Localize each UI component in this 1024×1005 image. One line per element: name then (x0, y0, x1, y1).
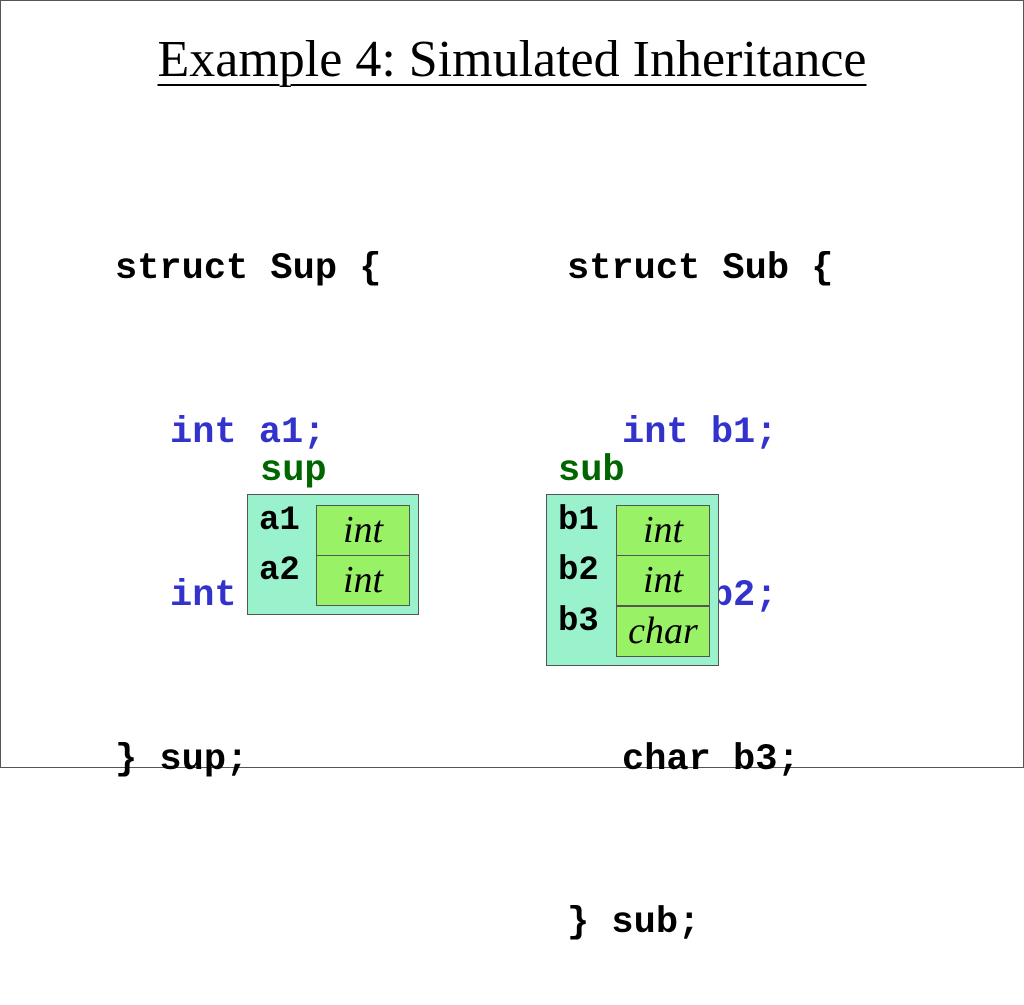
sub-diagram-label: sub (558, 450, 625, 492)
code-sup: struct Sup { int a1; int a2; } sup; (115, 133, 381, 842)
code-line: int a1; (170, 411, 326, 454)
field-type-cell: int (616, 505, 710, 556)
code-line: struct Sup { (115, 248, 382, 290)
field-name: b1 (558, 502, 599, 540)
code-line: struct Sub { (567, 248, 834, 290)
slide-title-text: Example 4: Simulated Inheritance (157, 31, 867, 88)
code-line: } sup; (115, 738, 249, 781)
field-name: a2 (259, 552, 300, 590)
code-line: char b3; (622, 738, 800, 781)
field-name: b3 (558, 603, 599, 641)
field-type-cell: int (316, 505, 410, 556)
sup-struct-box: a1 int a2 int (247, 494, 419, 615)
slide-title: Example 4: Simulated Inheritance (0, 30, 1024, 90)
sup-diagram-label: sup (260, 450, 327, 492)
field-name: a1 (259, 502, 300, 540)
sub-struct-box: b1 int b2 int b3 char (546, 494, 719, 666)
field-name: b2 (558, 552, 599, 590)
code-line: } sub; (567, 902, 701, 944)
field-type-cell: int (616, 555, 710, 606)
field-type-cell: char (616, 606, 710, 657)
code-line: int b1; (622, 411, 778, 454)
field-type-cell: int (316, 555, 410, 606)
